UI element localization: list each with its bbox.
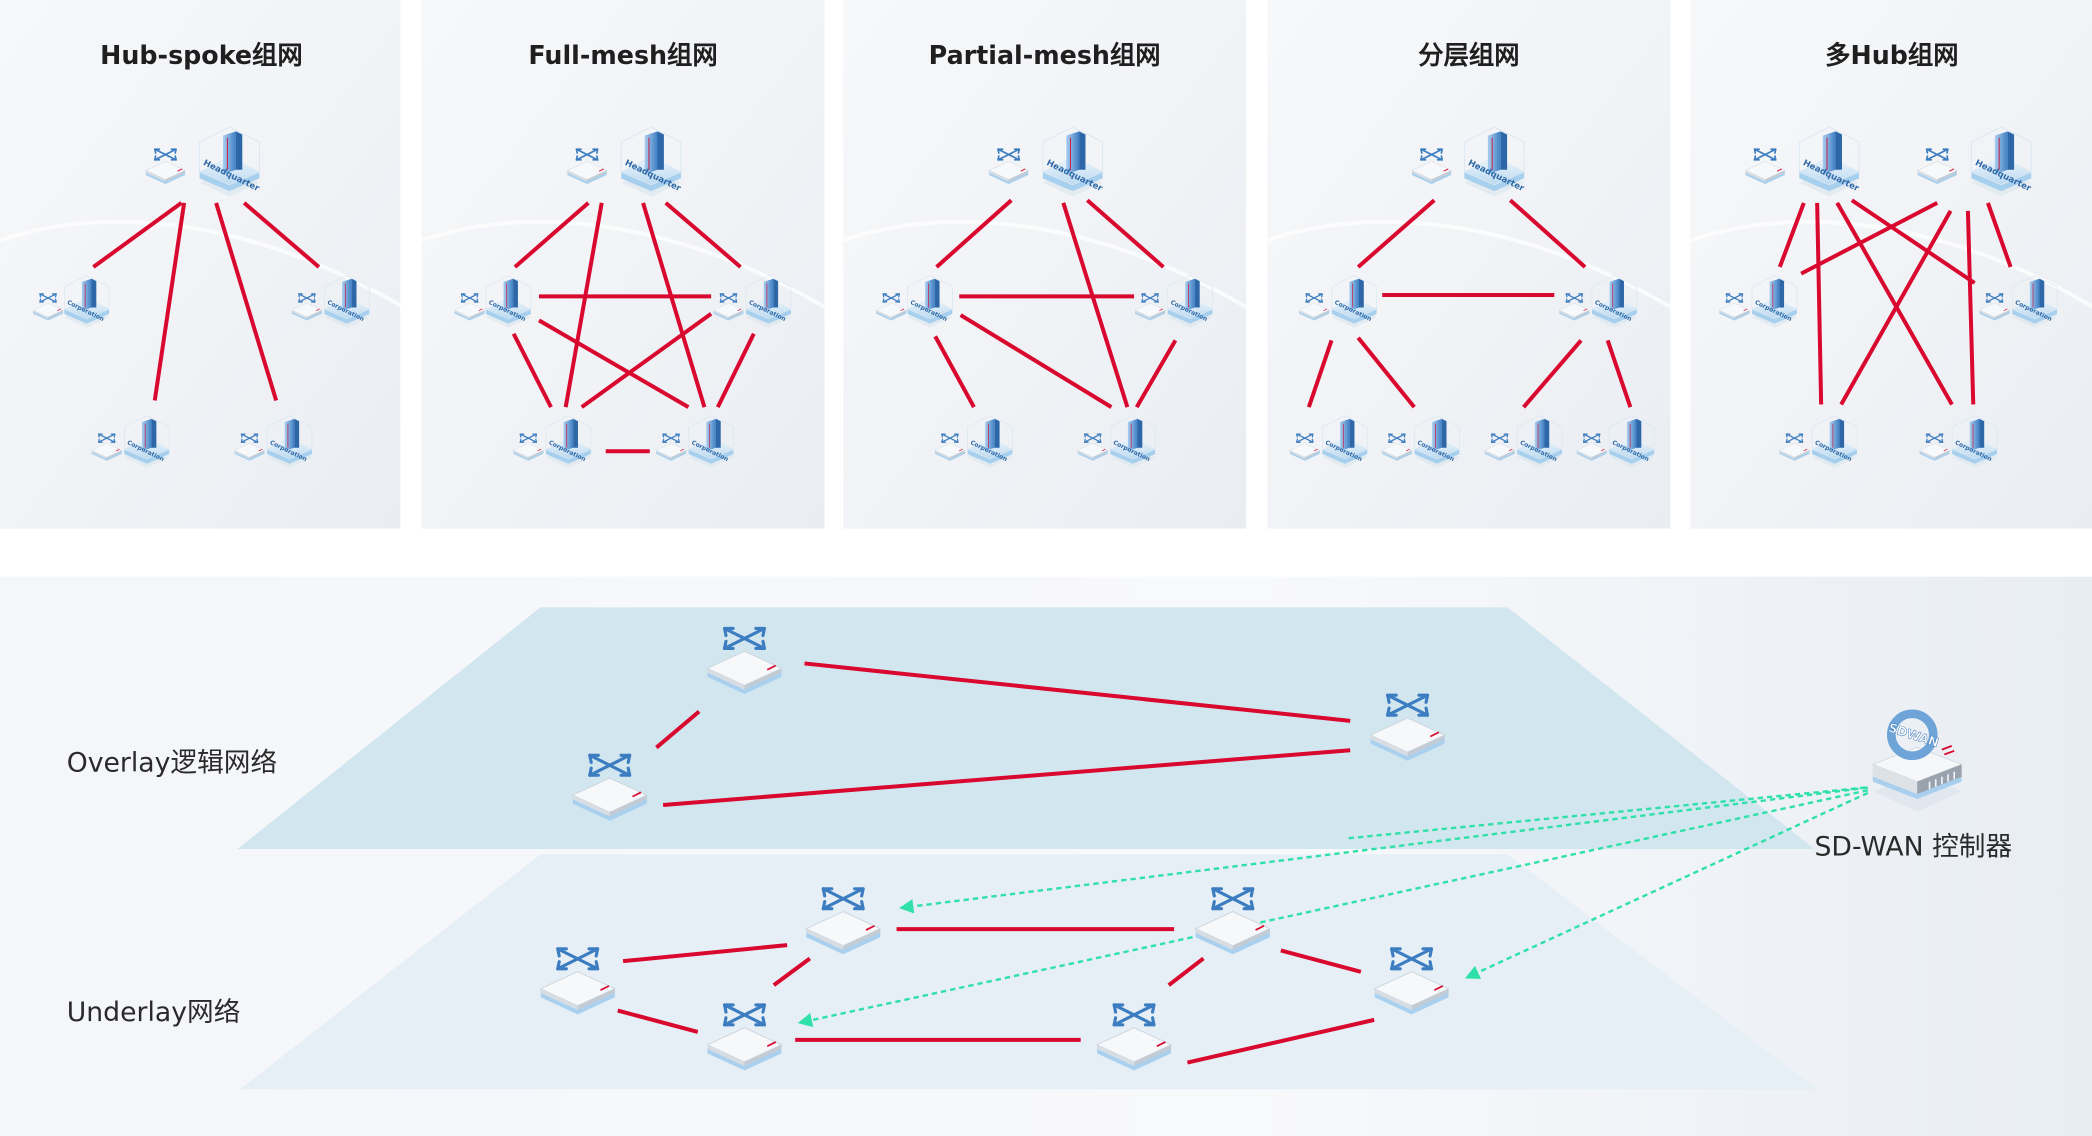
panel-background — [843, 0, 1247, 529]
underlay-link — [1186, 1017, 1375, 1065]
network-link — [1306, 339, 1334, 408]
network-link — [214, 202, 279, 402]
network-link — [580, 312, 713, 409]
network-link — [92, 201, 183, 269]
network-link — [1835, 201, 1954, 406]
network-link — [933, 335, 976, 409]
network-link — [1800, 201, 1939, 276]
network-link — [1986, 202, 2013, 268]
underlay-network-label: Underlay网络 — [67, 997, 241, 1028]
decorative-swoosh — [842, 219, 1248, 309]
underlay-link — [622, 943, 788, 964]
panel-background — [1690, 0, 2092, 529]
topology-title: Partial-mesh组网 — [929, 40, 1161, 70]
topology-title: Full-mesh组网 — [528, 40, 717, 70]
network-link — [152, 202, 187, 401]
network-link — [1356, 336, 1416, 409]
network-link — [1086, 198, 1165, 269]
control-channel-arrow — [1464, 791, 1869, 979]
sdwan-controller-label: SD-WAN 控制器 — [1814, 832, 2012, 863]
network-link — [1522, 339, 1583, 409]
network-link — [1605, 339, 1633, 408]
network-link — [513, 201, 590, 269]
overlay-link — [804, 661, 1351, 723]
panel-background — [0, 0, 401, 529]
network-link — [1965, 210, 1976, 405]
network-link — [935, 198, 1013, 269]
underlay-link — [1167, 956, 1205, 987]
network-link — [1134, 339, 1178, 409]
network-link — [538, 318, 690, 409]
network-link — [1850, 198, 1976, 285]
topology-title: 多Hub组网 — [1825, 40, 1958, 70]
network-link — [563, 202, 604, 408]
overlay-underlay-section: SDWAN Overlay逻辑网络 Underlay网络 SD-WAN 控制器 — [0, 576, 2092, 1136]
control-channel-arrow — [797, 789, 1869, 1028]
network-link — [641, 202, 707, 408]
network-link — [1356, 198, 1436, 269]
control-channel-arrow — [1347, 786, 1866, 840]
overlay-link — [655, 709, 701, 750]
overlay-link — [662, 748, 1351, 807]
underlay-link — [1280, 948, 1362, 974]
network-link — [715, 332, 756, 409]
network-link — [242, 201, 321, 269]
network-link — [1777, 202, 1806, 268]
network-link — [959, 313, 1113, 409]
overlay-network-label: Overlay逻辑网络 — [67, 748, 277, 779]
decorative-swoosh — [0, 219, 404, 309]
topology-title: 分层组网 — [1418, 40, 1519, 70]
network-link — [511, 332, 553, 409]
decorative-swoosh — [420, 219, 826, 309]
underlay-link — [617, 1008, 699, 1034]
network-link — [664, 201, 742, 269]
topology-title: Hub-spoke组网 — [100, 40, 303, 70]
network-link — [1839, 209, 1953, 406]
panel-background — [421, 0, 825, 529]
decorative-swoosh — [1266, 219, 1672, 309]
underlay-link — [772, 956, 812, 987]
network-link — [1061, 202, 1130, 408]
underlay-plane — [240, 854, 1818, 1090]
network-link — [1815, 202, 1824, 405]
panel-background — [1267, 0, 1671, 529]
network-link — [1508, 198, 1587, 269]
control-channel-arrow — [899, 786, 1869, 914]
